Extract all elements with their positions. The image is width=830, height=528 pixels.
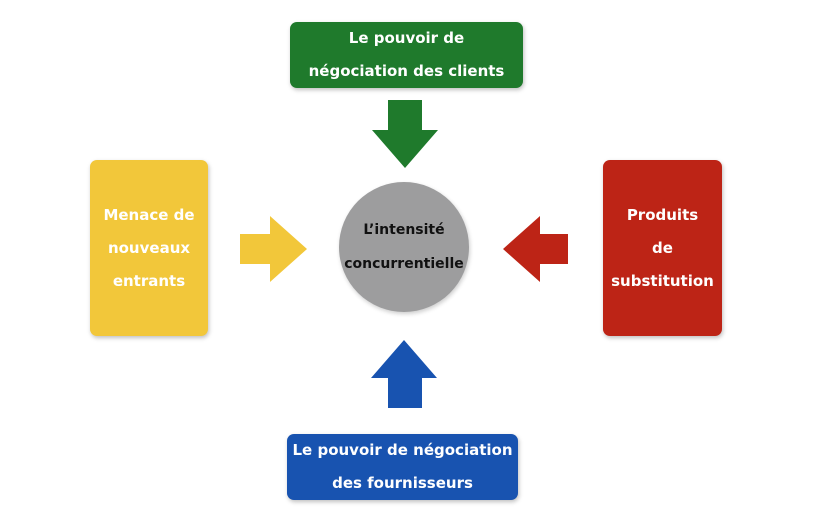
label-line: concurrentielle bbox=[344, 256, 464, 272]
label-line: de bbox=[652, 238, 673, 257]
label-line: négociation des clients bbox=[308, 62, 505, 80]
label-line: des fournisseurs bbox=[332, 474, 473, 492]
force-substitutes: Produits de substitution bbox=[603, 160, 722, 336]
label-line: Produits bbox=[626, 205, 699, 224]
competitive-rivalry-circle: L’intensité concurrentielle bbox=[339, 182, 469, 312]
arrow-left-red bbox=[503, 216, 568, 282]
label-line: entrants bbox=[112, 271, 186, 290]
arrow-down-green bbox=[372, 100, 438, 168]
label-line: Le pouvoir de négociation bbox=[292, 441, 513, 459]
force-client-bargaining: Le pouvoir de négociation des clients bbox=[290, 22, 523, 88]
force-new-entrants: Menace de nouveaux entrants bbox=[90, 160, 208, 336]
arrow-right-yellow bbox=[240, 216, 307, 282]
label-line: Le pouvoir de bbox=[348, 29, 465, 47]
label-line: L’intensité bbox=[363, 222, 445, 238]
force-supplier-bargaining: Le pouvoir de négociation des fournisseu… bbox=[287, 434, 518, 500]
label-line: nouveaux bbox=[107, 238, 191, 257]
label-line: Menace de bbox=[103, 205, 195, 224]
label-line: substitution bbox=[611, 271, 714, 290]
arrow-up-blue bbox=[371, 340, 437, 408]
